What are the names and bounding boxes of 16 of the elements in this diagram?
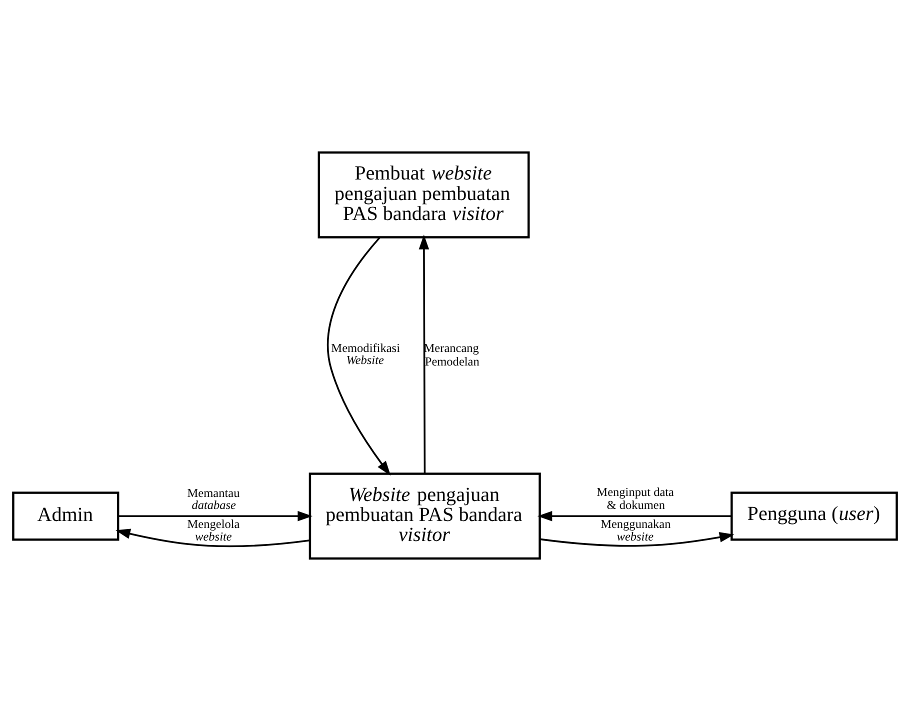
node-box: Pembuat website pengajuan pembuatan PAS bandara visitor <box>318 151 530 238</box>
edge-label: Menggunakan website <box>600 517 671 544</box>
edge-label: Merancang Pemodelan <box>424 340 480 368</box>
edge-label: Menginput data & dokumen <box>596 484 674 512</box>
node-box: Admin <box>12 492 120 541</box>
arrow <box>116 528 310 548</box>
node-box: Website pengajuan pembuatan PAS bandara visitor <box>308 472 541 560</box>
edge-label: Memantau database <box>187 486 240 512</box>
arrow <box>326 236 391 476</box>
arrow <box>418 234 430 474</box>
node-box: Pengguna (user) <box>730 492 898 541</box>
arrow <box>537 510 732 522</box>
edge-label: Mengelola website <box>187 517 240 544</box>
arrow <box>118 510 312 522</box>
edge-label: Memodifikasi Website <box>331 340 400 368</box>
arrow <box>540 532 734 547</box>
